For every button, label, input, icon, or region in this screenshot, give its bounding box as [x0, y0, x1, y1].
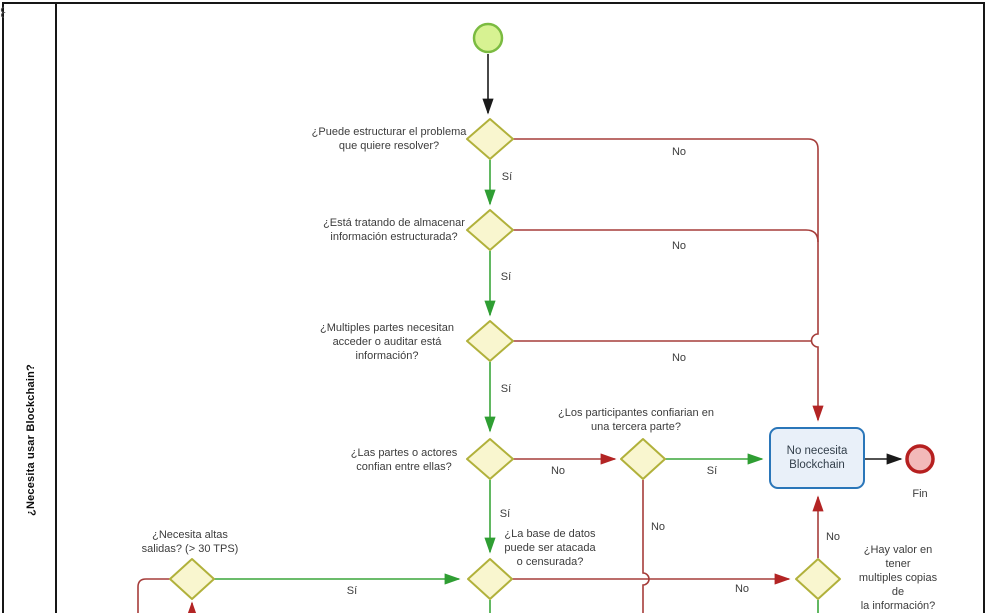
label-q3: ¿Multiples partes necesitan acceder o au…	[320, 322, 454, 362]
label-q1: ¿Puede estructurar el problema que quier…	[311, 126, 467, 152]
wire-q5-no	[642, 480, 650, 613]
gateway-q3-multi-access[interactable]	[466, 320, 514, 362]
end-event[interactable]	[905, 444, 935, 474]
edge-label-no-3: No	[671, 352, 687, 364]
edge-label-si-6: Sí	[346, 585, 358, 597]
edge-label-si-1: Sí	[501, 171, 513, 183]
gateway-q2-store-info[interactable]	[466, 209, 514, 251]
gateway-q5-third-party[interactable]	[620, 438, 666, 480]
label-q2: ¿Está tratando de almacenar información …	[323, 217, 465, 243]
edge-label-no-5: No	[650, 521, 666, 533]
edge-label-si-5: Sí	[706, 465, 718, 477]
gateway-q8-multiple-copies[interactable]	[795, 558, 841, 600]
start-event[interactable]	[472, 22, 504, 54]
edge-label-no-7: No	[825, 531, 841, 543]
label-q5: ¿Los participantes confiarian en una ter…	[558, 407, 714, 433]
edge-label-si-2: Sí	[500, 271, 512, 283]
label-q6: ¿Necesita altas salidas? (> 30 TPS)	[141, 529, 239, 555]
edge-label-si-3: Sí	[500, 383, 512, 395]
wire-q6-no	[137, 578, 170, 613]
label-task-no-blockchain: No necesita Blockchain	[786, 445, 848, 471]
label-q8: ¿Hay valor en tener multiples copias de …	[858, 544, 938, 612]
edge-label-no-2: No	[671, 240, 687, 252]
corner-artifact	[0, 6, 6, 18]
wire-q2-no	[513, 229, 819, 243]
gateway-q4-parties-trust[interactable]	[466, 438, 514, 480]
edge-label-no-4: No	[550, 465, 566, 477]
label-q4: ¿Las partes o actores confian entre ella…	[350, 447, 458, 473]
task-no-blockchain[interactable]	[769, 427, 865, 489]
edge-label-no-1: No	[671, 146, 687, 158]
gateway-q6-high-throughput[interactable]	[169, 558, 215, 600]
edge-label-no-6: No	[734, 583, 750, 595]
edge-label-si-4: Sí	[499, 508, 511, 520]
gateway-q7-db-attack[interactable]	[467, 558, 513, 600]
lane-divider	[55, 4, 57, 613]
label-q7: ¿La base de datos puede ser atacada o ce…	[504, 528, 596, 568]
label-end-fin: Fin	[912, 488, 928, 500]
wire-q1-no-trunk	[513, 138, 824, 422]
gateway-q1-structure[interactable]	[466, 118, 514, 160]
